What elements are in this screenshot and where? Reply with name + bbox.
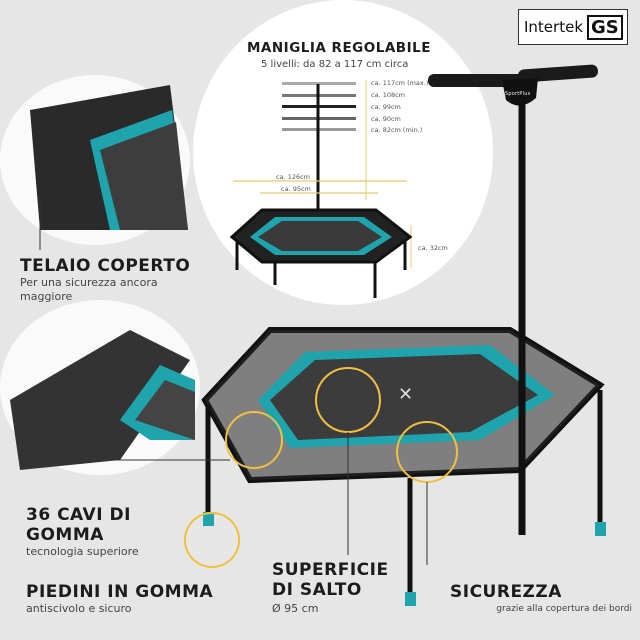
handle-title: MANIGLIA REGOLABILE bbox=[247, 40, 431, 56]
feature-title-surface: SUPERFICIE DI SALTO bbox=[272, 560, 389, 600]
feature-title-frame: TELAIO COPERTO bbox=[20, 256, 191, 276]
level-90: ca. 90cm bbox=[371, 115, 401, 123]
feature-text-cables: tecnologia superiore bbox=[26, 545, 139, 558]
width-inner: ca. 95cm bbox=[281, 185, 311, 193]
handle-subtitle: 5 livelli: da 82 a 117 cm circa bbox=[261, 59, 409, 70]
feature-title-safety: SICUREZZA bbox=[450, 582, 562, 602]
handle-levels bbox=[282, 80, 367, 220]
small-trampoline bbox=[229, 208, 413, 298]
handle-bracket bbox=[502, 78, 538, 106]
level-117: ca. 117cm (max.) bbox=[371, 79, 429, 87]
intertek-gs-badge: Intertek GS bbox=[518, 9, 628, 45]
main-trampoline: ✕ bbox=[201, 64, 606, 606]
feature-text-frame: Per una sicurezza ancora maggiore bbox=[20, 276, 158, 303]
gs-mark: GS bbox=[587, 14, 623, 40]
feature-text-feet: antiscivolo e sicuro bbox=[26, 602, 132, 615]
level-82: ca. 82cm (min.) bbox=[371, 126, 423, 134]
intertek-logo: Intertek bbox=[524, 18, 584, 36]
width-outer: ca. 126cm bbox=[276, 173, 311, 181]
svg-text:✕: ✕ bbox=[398, 384, 413, 405]
feature-text-surface: Ø 95 cm bbox=[272, 602, 319, 615]
handle-brand-logo: SportPlus bbox=[505, 91, 531, 97]
feature-title-cables: 36 CAVI DI GOMMA bbox=[26, 505, 131, 545]
cables-detail-image bbox=[10, 330, 195, 470]
feature-text-safety: grazie alla copertura dei bordi bbox=[496, 604, 632, 614]
level-99: ca. 99cm bbox=[371, 103, 401, 111]
feature-title-feet: PIEDINI IN GOMMA bbox=[26, 582, 214, 602]
level-108: ca. 108cm bbox=[371, 91, 406, 99]
height-label: ca. 32cm bbox=[418, 244, 448, 252]
frame-detail-image bbox=[30, 85, 188, 230]
